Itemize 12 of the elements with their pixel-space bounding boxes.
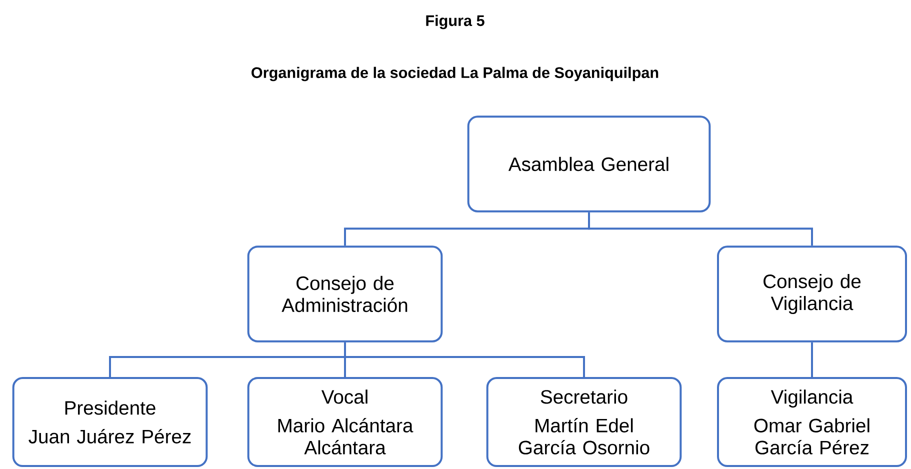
connector [588, 212, 813, 246]
title: Organigrama de la sociedad La Palma de Soyaniquilpan [252, 66, 658, 82]
org-box: Secretario Martín Edel García Osornio [486, 377, 682, 467]
org-box: Vigilancia Omar Gabriel García Pérez [717, 377, 907, 467]
org-box: Consejo de Administración [247, 246, 443, 342]
org-box: Vocal Mario Alcántara Alcántara [247, 377, 443, 467]
org-box: Asamblea General [467, 116, 711, 212]
connector [811, 342, 813, 377]
connector [344, 342, 585, 377]
org-box: Consejo de Vigilancia [717, 246, 907, 342]
org-box: Presidente Juan Juárez Pérez [12, 377, 208, 467]
figure-number: Figura 5 [426, 14, 484, 30]
